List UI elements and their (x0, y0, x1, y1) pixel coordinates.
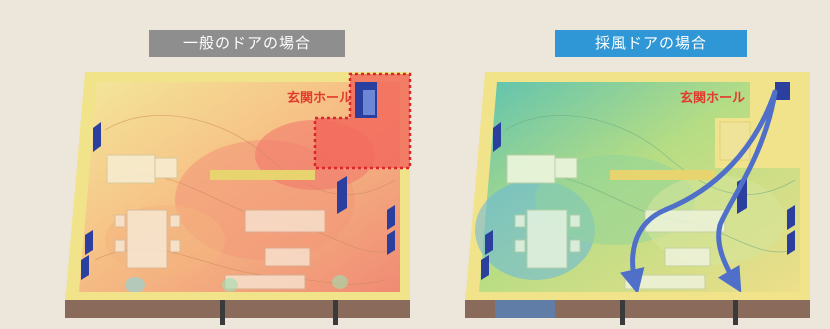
window (85, 230, 93, 255)
window (81, 255, 89, 280)
chair (569, 239, 581, 253)
vent-pipe (733, 300, 738, 325)
window (387, 205, 395, 230)
cool-band (495, 300, 555, 318)
vent-pipe (620, 300, 625, 325)
base-band (65, 300, 410, 318)
window (485, 230, 493, 255)
panel-title: 一般のドアの場合 (149, 30, 345, 57)
floor-plan-ventilation: 玄関ホール (465, 72, 810, 325)
contour-line (504, 114, 796, 195)
contour-line (104, 114, 396, 195)
window (481, 255, 489, 280)
kitchen-sink (154, 157, 178, 179)
panel-title: 採風ドアの場合 (555, 30, 747, 57)
kitchen-counter (506, 154, 556, 184)
window (787, 205, 795, 230)
panel-normal-door: 一般のドアの場合 (15, 0, 415, 329)
entrance-door-panel (363, 90, 375, 115)
chair (114, 239, 126, 253)
airflow-arrow (716, 89, 778, 293)
front-wall (65, 292, 410, 300)
airflow-arrow (620, 89, 778, 295)
entrance-hall-area (315, 74, 410, 168)
vent-pipe (220, 300, 225, 325)
panel-ventilation-door: 採風ドアの場合 玄関ホ (415, 0, 815, 329)
interior-wall (610, 170, 715, 180)
coffee-table (664, 247, 711, 267)
chair (514, 239, 526, 253)
coffee-table (264, 247, 311, 267)
front-wall (465, 292, 810, 300)
dining-table (126, 209, 168, 269)
chair (569, 214, 581, 228)
vent (332, 275, 348, 289)
window (493, 122, 501, 152)
window (387, 230, 395, 255)
kitchen-counter (106, 154, 156, 184)
kitchen-sink (554, 157, 578, 179)
sofa (244, 209, 326, 233)
entrance-hall-label: 玄関ホール (680, 90, 745, 106)
entrance-hall-label: 玄関ホール (287, 90, 352, 106)
dining-table (526, 209, 568, 269)
chair (114, 214, 126, 228)
chair (169, 214, 181, 228)
vent (125, 277, 145, 293)
window (787, 230, 795, 255)
window (337, 176, 347, 214)
floor-plan-normal: 玄関ホール (65, 72, 412, 325)
interior-wall (210, 170, 315, 180)
vent-pipe (333, 300, 338, 325)
window (93, 122, 101, 152)
chair (169, 239, 181, 253)
vent (222, 278, 238, 292)
chair (514, 214, 526, 228)
hall-wall (719, 121, 751, 161)
entrance-door (775, 82, 790, 100)
entrance-hall-outline (313, 72, 412, 170)
